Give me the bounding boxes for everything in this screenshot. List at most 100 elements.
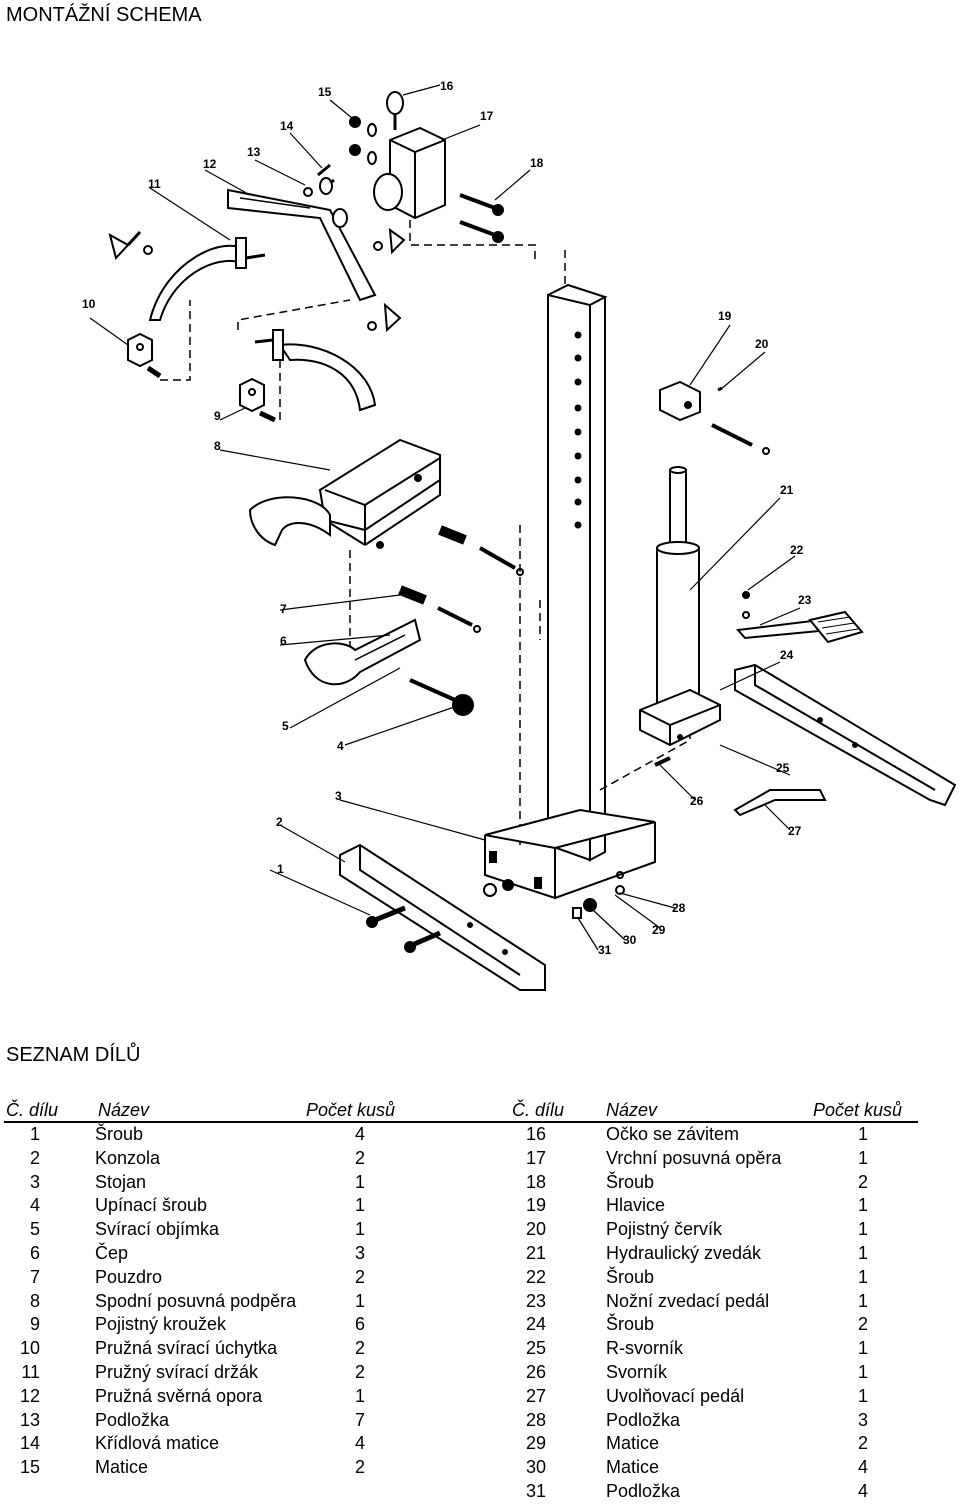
part-name: Podložka [606,1409,681,1430]
part-number: 22 [525,1266,546,1287]
callout-29: 29 [652,923,666,937]
part-number: 3 [29,1171,40,1192]
spring-clips [127,332,277,423]
part-count: 2 [355,1362,366,1382]
bushings [398,525,524,633]
header-name-right: Název [606,1100,658,1120]
callout-18: 18 [530,156,544,170]
lower-clamp [254,329,377,412]
callout-31: 31 [598,943,612,957]
part-number: 2 [29,1147,40,1168]
part-number: 10 [19,1338,40,1359]
part-number: 5 [29,1219,40,1240]
callout-14: 14 [280,119,294,133]
part-count: 2 [858,1171,869,1192]
header-count-right: Počet kusů [813,1100,903,1120]
part-count: 2 [355,1266,366,1287]
part-name: Vrchní posuvná opěra [606,1147,782,1168]
fasteners-top [108,116,406,333]
callout-20: 20 [755,337,769,351]
jack-head [659,380,770,455]
assembly-diagram: 1 2 3 4 5 6 7 8 9 10 11 12 13 14 15 16 1… [82,79,957,991]
part-name: Pružný svírací držák [95,1362,259,1382]
part-name: Šroub [95,1124,144,1144]
callout-27: 27 [788,824,802,838]
part-count: 4 [858,1457,869,1478]
part-name: Hydraulický zvedák [606,1243,762,1263]
part-count: 1 [858,1290,869,1311]
part-name: Stojan [95,1171,147,1192]
callout-8: 8 [214,439,221,453]
part-count: 2 [355,1338,366,1359]
part-number: 19 [525,1195,546,1216]
part-number: 18 [525,1171,546,1192]
part-number: 30 [525,1457,546,1478]
callout-28: 28 [672,901,686,915]
upper-clamp [148,188,377,321]
part-number: 14 [19,1433,40,1454]
callout-7: 7 [280,602,287,616]
part-count: 2 [355,1147,366,1168]
header-name-left: Název [98,1100,150,1120]
part-name: Svorník [606,1362,668,1382]
pedal [736,591,864,644]
part-number: 1 [29,1124,40,1144]
part-count: 1 [355,1219,366,1240]
part-name: Pouzdro [95,1266,163,1287]
bottom-slide [248,438,441,549]
part-count: 1 [858,1124,869,1144]
callout-16: 16 [440,79,454,93]
part-name: Šroub [606,1314,655,1335]
part-count: 4 [355,1433,366,1454]
part-count: 2 [355,1457,366,1478]
part-count: 4 [355,1124,366,1144]
header-count-left: Počet kusů [306,1100,396,1120]
part-number: 11 [21,1362,40,1382]
header-number-left: Č. dílu [6,1100,59,1120]
parts-list-title: SEZNAM DÍLŮ [6,1044,141,1066]
post [547,283,608,862]
part-number: 29 [525,1433,546,1454]
callout-24: 24 [780,648,794,662]
part-number: 17 [525,1147,546,1168]
callout-4: 4 [337,739,344,753]
part-name: Spodní posuvná podpěra [95,1290,297,1311]
bracket-left [339,843,546,991]
part-count: 3 [858,1409,869,1430]
page-title: MONTÁŽNÍ SCHEMA [6,4,202,26]
part-name: Čep [95,1243,129,1263]
part-count: 2 [858,1314,869,1335]
callout-leaders [89,84,801,951]
part-name: Upínací šroub [95,1195,208,1216]
part-count: 1 [858,1362,869,1382]
callout-2: 2 [276,815,283,829]
jack [639,466,721,747]
part-number: 21 [525,1243,546,1263]
part-number: 7 [29,1266,40,1287]
callout-6: 6 [280,634,287,648]
part-count: 1 [858,1385,869,1406]
part-count: 1 [858,1243,869,1263]
callout-25: 25 [776,761,790,775]
part-count: 1 [858,1147,869,1168]
callout-9: 9 [214,409,221,423]
part-count: 1 [355,1171,366,1192]
callout-17: 17 [480,109,494,123]
callout-21: 21 [780,483,794,497]
part-count: 3 [355,1243,366,1263]
part-name: Konzola [95,1147,161,1168]
part-name: Křídlová matice [95,1433,220,1454]
callout-26: 26 [690,794,704,808]
part-name: Matice [606,1457,660,1478]
